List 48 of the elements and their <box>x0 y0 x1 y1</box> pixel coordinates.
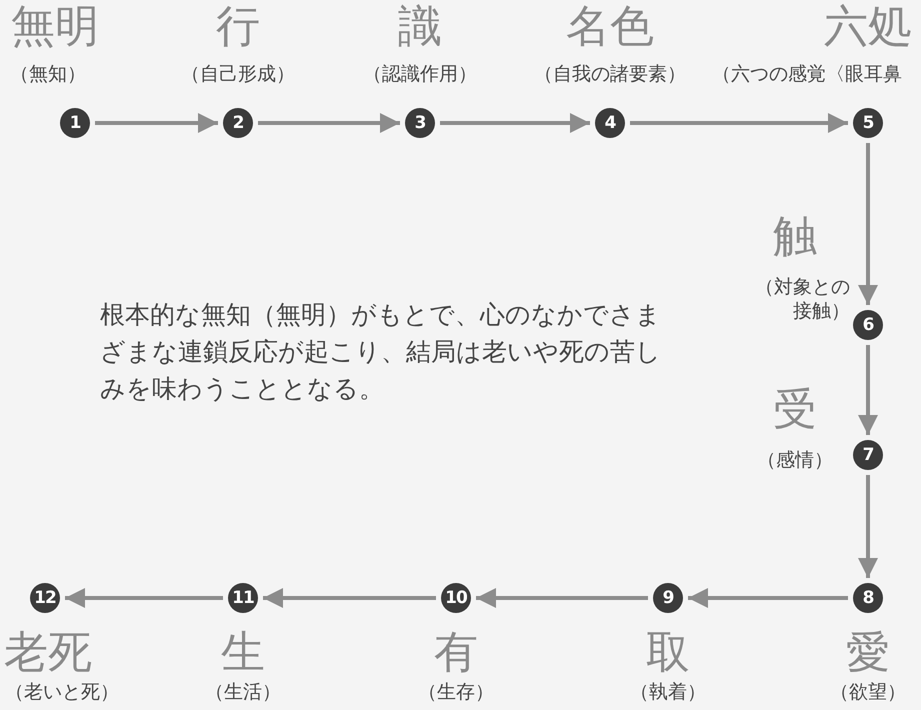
arrow <box>440 113 590 133</box>
number-circle: 10 <box>441 583 471 613</box>
stage-name: 無明 <box>11 2 99 52</box>
stage-meaning: （六つの感覚〈眼耳鼻 <box>712 62 902 86</box>
arrow <box>858 345 878 435</box>
stage-name: 愛 <box>846 628 890 678</box>
stage-name: 取 <box>646 628 690 678</box>
number-circle: 11 <box>228 583 258 613</box>
stage-meaning: （生存） <box>418 680 494 704</box>
explanation-text: 根本的な無知（無明）がもとで、心のなかでさまざまな連鎖反応が起こり、結局は老いや死の苦しみを味わうこととなる。 <box>100 299 662 405</box>
stage-meaning: （執着） <box>630 680 706 704</box>
stage-name: 有 <box>434 628 478 678</box>
stage-name: 六処 <box>824 2 912 52</box>
number-circle: 6 <box>853 310 883 340</box>
number-circle: 3 <box>405 108 435 138</box>
stage-meaning: （欲望） <box>830 680 906 704</box>
number-circle: 7 <box>853 440 883 470</box>
stage-name: 受 <box>773 385 817 435</box>
stage-name: 行 <box>216 2 260 52</box>
number-circle: 9 <box>653 583 683 613</box>
arrow <box>476 588 648 608</box>
stage-meaning: （対象との接触） <box>754 275 850 323</box>
stage-name: 老死 <box>4 628 92 678</box>
number-circle: 1 <box>60 108 90 138</box>
stage-name: 識 <box>398 2 442 52</box>
number-circle: 8 <box>853 583 883 613</box>
stage-meaning: （自己形成） <box>181 62 295 86</box>
arrow <box>858 475 878 578</box>
stage-meaning: （無知） <box>10 62 86 86</box>
arrow <box>65 588 223 608</box>
number-circle: 2 <box>223 108 253 138</box>
stage-meaning: （自我の諸要素） <box>534 62 686 86</box>
arrow <box>263 588 436 608</box>
stage-name: 触 <box>773 212 817 262</box>
number-circle: 12 <box>30 583 60 613</box>
arrow <box>858 143 878 305</box>
arrow <box>630 113 848 133</box>
arrow <box>95 113 218 133</box>
stage-name: 名色 <box>566 2 654 52</box>
stage-meaning: （生活） <box>205 680 281 704</box>
number-circle: 4 <box>595 108 625 138</box>
number-circle: 5 <box>853 108 883 138</box>
arrow <box>258 113 400 133</box>
stage-name: 生 <box>221 628 265 678</box>
stage-meaning: （老いと死） <box>5 680 119 704</box>
stage-meaning: （感情） <box>757 448 833 472</box>
stage-meaning: （認識作用） <box>363 62 477 86</box>
arrow <box>688 588 848 608</box>
